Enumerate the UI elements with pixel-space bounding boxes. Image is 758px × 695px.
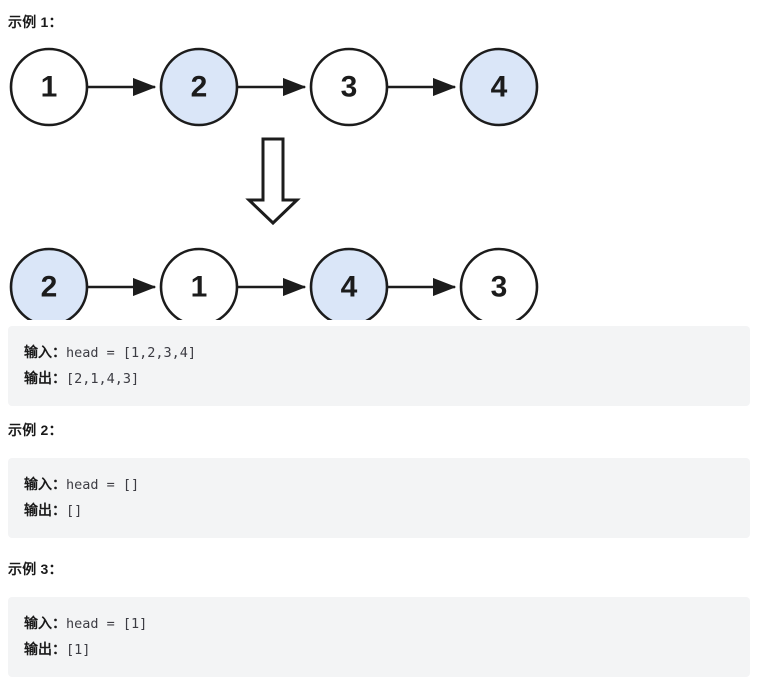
node-label: 4: [491, 71, 508, 104]
linked-list-diagram: 1 2 3 4 2: [9, 47, 539, 320]
example-1-heading: 示例 1：: [8, 14, 63, 30]
output-label: 输出：: [24, 502, 66, 518]
node-circle: [159, 47, 239, 127]
example-3-code-block: 输入：head = [1] 输出：[1]: [8, 597, 750, 677]
input-value: head = []: [66, 477, 140, 493]
node-label: 2: [41, 271, 58, 304]
node-label: 1: [41, 71, 58, 104]
example-2-output-line: 输出：[]: [24, 498, 734, 524]
example-1-input-line: 输入：head = [1,2,3,4]: [24, 340, 734, 366]
node-circle: [459, 247, 539, 320]
example-2-input-line: 输入：head = []: [24, 472, 734, 498]
node-circle: [9, 47, 89, 127]
output-value: [2,1,4,3]: [66, 371, 140, 387]
example-1-output-line: 输出：[2,1,4,3]: [24, 366, 734, 392]
output-value: []: [66, 503, 83, 519]
example-1-code-block: 输入：head = [1,2,3,4] 输出：[2,1,4,3]: [8, 326, 750, 406]
example-2-code-block: 输入：head = [] 输出：[]: [8, 458, 750, 538]
example-3-output-line: 输出：[1]: [24, 637, 734, 663]
output-value: [1]: [66, 642, 91, 658]
linked-list-row-before: 1 2 3 4: [9, 47, 539, 127]
node-circle: [309, 47, 389, 127]
node-circle: [9, 247, 89, 320]
input-value: head = [1]: [66, 616, 148, 632]
example-3-heading: 示例 3：: [8, 561, 63, 577]
node-label: 1: [191, 271, 208, 304]
input-label: 输入：: [24, 476, 66, 492]
node-label: 3: [491, 271, 508, 304]
input-label: 输入：: [24, 344, 66, 360]
node-after-4: 3: [459, 247, 539, 320]
node-circle: [459, 47, 539, 127]
node-before-3: 3: [309, 47, 389, 127]
node-before-4: 4: [459, 47, 539, 127]
input-label: 输入：: [24, 615, 66, 631]
output-label: 输出：: [24, 641, 66, 657]
example-2-heading: 示例 2：: [8, 422, 63, 438]
node-label: 2: [191, 71, 208, 104]
linked-list-row-after: 2 1 4 3: [9, 247, 539, 320]
node-label: 4: [341, 271, 358, 304]
output-label: 输出：: [24, 370, 66, 386]
down-block-arrow-icon: [245, 137, 301, 226]
example-3-input-line: 输入：head = [1]: [24, 611, 734, 637]
node-after-2: 1: [159, 247, 239, 320]
node-after-3: 4: [309, 247, 389, 320]
node-circle: [309, 247, 389, 320]
node-before-2: 2: [159, 47, 239, 127]
node-label: 3: [341, 71, 358, 104]
node-after-1: 2: [9, 247, 89, 320]
node-circle: [159, 247, 239, 320]
node-before-1: 1: [9, 47, 89, 127]
input-value: head = [1,2,3,4]: [66, 345, 197, 361]
